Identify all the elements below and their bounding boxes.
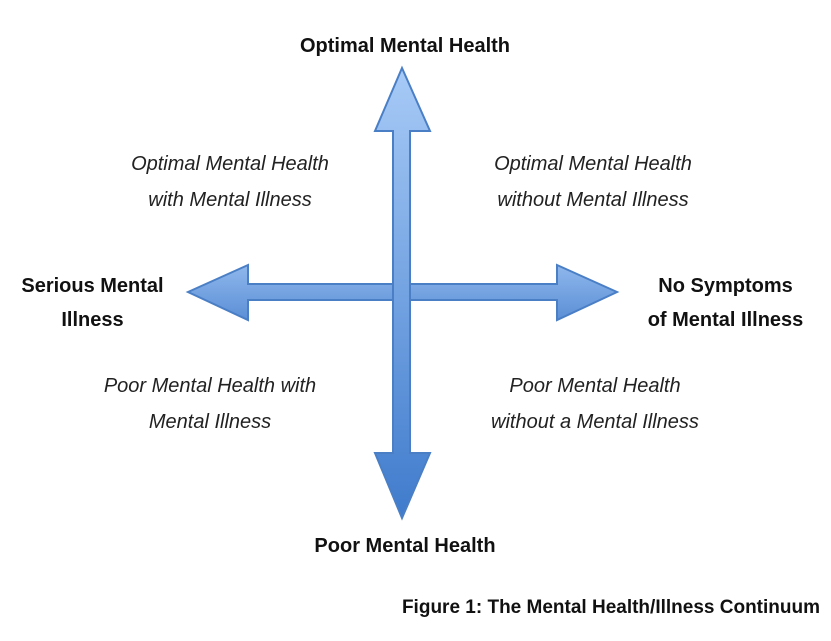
quadrant-bottom-right-line1: Poor Mental Health <box>509 375 681 397</box>
quadrant-top-left-line2: with Mental Illness <box>148 189 312 211</box>
quadrant-bottom-left-line1: Poor Mental Health with <box>103 375 317 397</box>
axis-label-top: Optimal Mental Health <box>299 35 511 57</box>
quadrant-top-right-line2: without Mental Illness <box>497 189 689 211</box>
quadrant-bottom-left-line2: Mental Illness <box>148 411 272 433</box>
quadrant-top-right-line1: Optimal Mental Health <box>494 153 692 175</box>
quadrant-bottom-right-line2: without a Mental Illness <box>491 411 699 433</box>
vertical-double-arrow <box>373 65 432 521</box>
axis-label-right-line2: of Mental Illness <box>647 309 804 331</box>
figure-caption: Figure 1: The Mental Health/Illness Cont… <box>401 597 820 618</box>
quadrant-top-right: Optimal Mental Health without Mental Ill… <box>448 146 738 218</box>
quadrant-bottom-right: Poor Mental Health without a Mental Illn… <box>445 368 745 440</box>
quadrant-bottom-left: Poor Mental Health with Mental Illness <box>60 368 360 440</box>
axis-label-bottom: Poor Mental Health <box>314 535 496 557</box>
axis-label-left-line1: Serious Mental <box>21 275 164 297</box>
axis-label-left: Serious Mental Illness <box>0 268 185 338</box>
quadrant-top-left: Optimal Mental Health with Mental Illnes… <box>90 146 370 218</box>
axis-label-right-line1: No Symptoms <box>658 275 793 297</box>
axis-label-left-line2: Illness <box>61 309 124 331</box>
axis-label-right: No Symptoms of Mental Illness <box>620 268 831 338</box>
quadrant-top-left-line1: Optimal Mental Health <box>131 153 329 175</box>
